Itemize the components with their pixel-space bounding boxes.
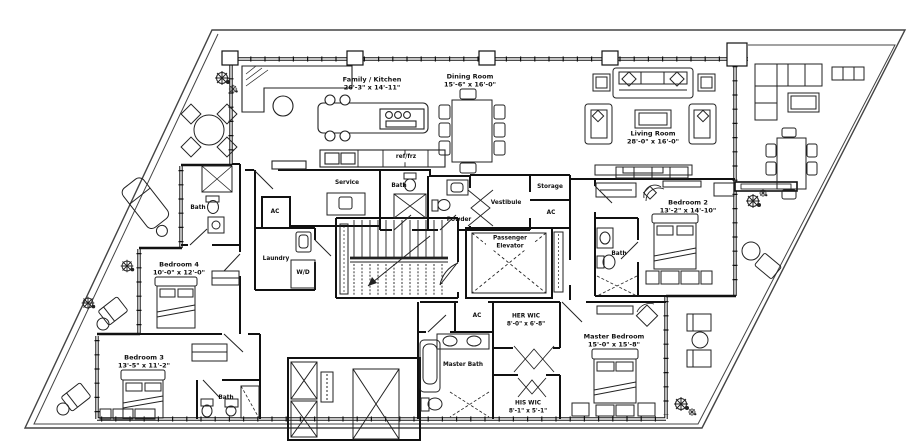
double-swing-doors bbox=[467, 189, 555, 398]
bedroom2-icons bbox=[595, 166, 735, 285]
right-terrace-icons bbox=[741, 63, 865, 279]
door-leaves bbox=[189, 169, 639, 399]
exterior-step-walls bbox=[97, 163, 798, 336]
label-ac-storage: AC bbox=[546, 210, 556, 217]
bedroom4-bath-icons bbox=[201, 165, 233, 234]
structural-columns bbox=[221, 42, 748, 67]
left-terrace-icons bbox=[56, 103, 238, 416]
label-ref-frz: ref/frz bbox=[394, 154, 418, 162]
property-outline bbox=[23, 29, 907, 429]
room-label-bath-bedroom2: Bath bbox=[611, 251, 627, 258]
master-terrace-icons bbox=[686, 313, 712, 368]
room-label-storage: Storage bbox=[537, 184, 563, 191]
bedroom4-icons bbox=[154, 270, 240, 329]
dining-table-icon bbox=[438, 88, 506, 174]
room-label-bath-bedroom3: Bath bbox=[218, 395, 234, 402]
bedroom3-icons bbox=[99, 343, 228, 420]
room-label-powder: Powder bbox=[446, 217, 472, 224]
room-label-bath-service: Bath bbox=[391, 183, 407, 190]
bedroom3-bath-icons bbox=[200, 385, 260, 419]
room-label-passenger-elevator: Passenger Elevator bbox=[486, 235, 534, 251]
living-room-icons bbox=[584, 67, 717, 176]
staircase-icon bbox=[339, 220, 448, 296]
elevator-icon bbox=[471, 231, 564, 294]
master-bedroom-icons bbox=[571, 303, 659, 417]
room-label-master-bath: Master Bath bbox=[443, 362, 483, 369]
master-bath-icons bbox=[419, 333, 490, 418]
room-label-laundry: Laundry bbox=[262, 256, 290, 263]
room-label-service: Service bbox=[334, 180, 360, 187]
room-label-bath-bedroom4: Bath bbox=[190, 205, 206, 212]
service-shafts bbox=[290, 361, 400, 440]
label-washer-dryer: W/D bbox=[295, 270, 311, 278]
kitchen-icons bbox=[241, 65, 446, 170]
label-ac-her-wic: AC bbox=[472, 313, 482, 320]
label-ac-service: AC bbox=[270, 209, 280, 216]
bedroom2-bath-icons bbox=[596, 227, 638, 297]
service-area-icons bbox=[290, 172, 469, 289]
interior-walls bbox=[140, 163, 735, 441]
room-label-vestibule: Vestibule bbox=[490, 200, 522, 207]
